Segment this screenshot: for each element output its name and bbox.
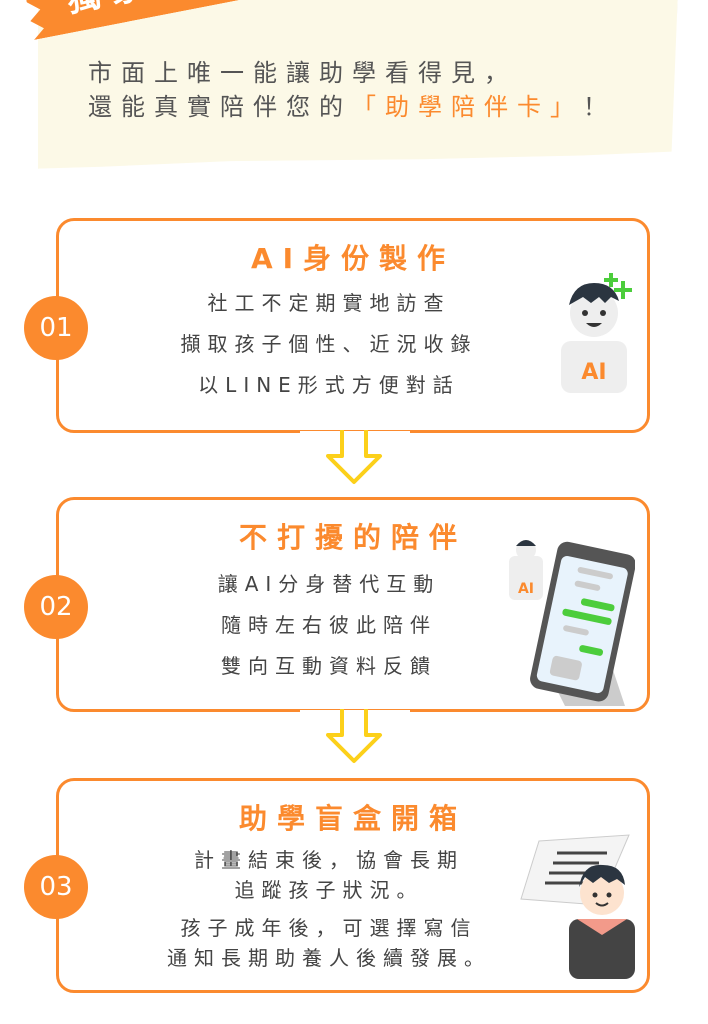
intro-paper (38, 0, 678, 169)
step-title: 助學盲盒開箱 (238, 802, 467, 835)
intro-line-2: 還能真實陪伴您的「助學陪伴卡」！ (88, 93, 616, 121)
svg-text:AI: AI (581, 360, 606, 385)
svg-text:AI: AI (518, 581, 534, 597)
step-lines: 計畫結束後，協會長期 追蹤孩子狀況。 孩子成年後，可選擇寫信 通知長期助養人後續… (167, 848, 491, 970)
step-lines: 社工不定期實地訪查擷取孩子個性、近況收錄以LINE形式方便對話 (180, 291, 478, 397)
step-number-2: 02 (24, 575, 88, 639)
intro-highlight: 「助學陪伴卡」 (352, 93, 583, 121)
ai-avatar-icon: AI (561, 273, 632, 393)
step-number-1: 01 (24, 296, 88, 360)
step-number-3: 03 (24, 855, 88, 919)
step-card-1: AI身份製作 社工不定期實地訪查擷取孩子個性、近況收錄以LINE形式方便對話 A… (56, 218, 650, 433)
step-card-3: 助學盲盒開箱 計畫結束後，協會長期 追蹤孩子狀況。 孩子成年後，可選擇寫信 通知… (56, 778, 650, 993)
step-lines: 讓AI分身替代互動隨時左右彼此陪伴雙向互動資料反饋 (217, 572, 441, 678)
step-title: AI身份製作 (250, 242, 456, 275)
intro-text: 市面上唯一能讓助學看得見， 還能真實陪伴您的「助學陪伴卡」！ (88, 56, 616, 124)
step-card-2: 不打擾的陪伴 讓AI分身替代互動隨時左右彼此陪伴雙向互動資料反饋 AI (56, 497, 650, 712)
down-arrow-icon (326, 430, 382, 484)
phone-chat-icon: AI (509, 540, 635, 706)
step-title: 不打擾的陪伴 (238, 521, 467, 554)
intro-line-1: 市面上唯一能讓助學看得見， (88, 59, 517, 87)
banner-label: 獨家 (62, 0, 158, 22)
down-arrow-icon (326, 709, 382, 763)
child-letter-icon (520, 834, 635, 979)
